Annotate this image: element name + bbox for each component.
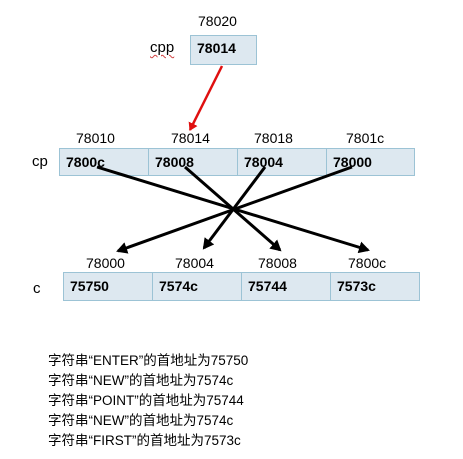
c-address-2: 78008 bbox=[258, 255, 297, 271]
c-cell-3: 7573c bbox=[330, 272, 420, 301]
c-address-3: 7800c bbox=[348, 255, 387, 271]
c-cell-1: 7574c bbox=[152, 272, 242, 301]
note-line: 字符串“NEW”的首地址为7574c bbox=[48, 413, 234, 428]
cp-cell-1: 78008 bbox=[148, 148, 238, 176]
c-cell-2: 75744 bbox=[241, 272, 331, 301]
cp-address-2: 78018 bbox=[254, 130, 293, 146]
cp2-to-c1-arrow bbox=[202, 166, 267, 250]
cpp-cell: 78014 bbox=[190, 35, 257, 65]
note-line: 字符串“POINT”的首地址为75744 bbox=[48, 393, 244, 408]
cp3-to-c0-arrow bbox=[116, 165, 353, 254]
cp-address-3: 7801c bbox=[346, 130, 385, 146]
note-line: 字符串“FIRST”的首地址为7573c bbox=[48, 433, 241, 448]
c-address-0: 78000 bbox=[86, 255, 125, 271]
c-cell-0: 75750 bbox=[63, 272, 153, 301]
cp-cell-0: 7800c bbox=[59, 148, 149, 176]
cp-cell-2: 78004 bbox=[237, 148, 327, 176]
cpp-variable-label: cpp bbox=[150, 39, 175, 56]
cp-variable-label: cp bbox=[32, 153, 48, 170]
c-address-1: 78004 bbox=[175, 255, 214, 271]
cpp-address: 78020 bbox=[198, 13, 237, 29]
c-variable-label: c bbox=[33, 280, 41, 297]
cp-address-1: 78014 bbox=[171, 130, 210, 146]
cpp-to-cp-arrow bbox=[188, 65, 224, 131]
cp-address-0: 78010 bbox=[76, 130, 115, 146]
note-line: 字符串“ENTER”的首地址为75750 bbox=[48, 353, 249, 368]
note-line: 字符串“NEW”的首地址为7574c bbox=[48, 373, 234, 388]
